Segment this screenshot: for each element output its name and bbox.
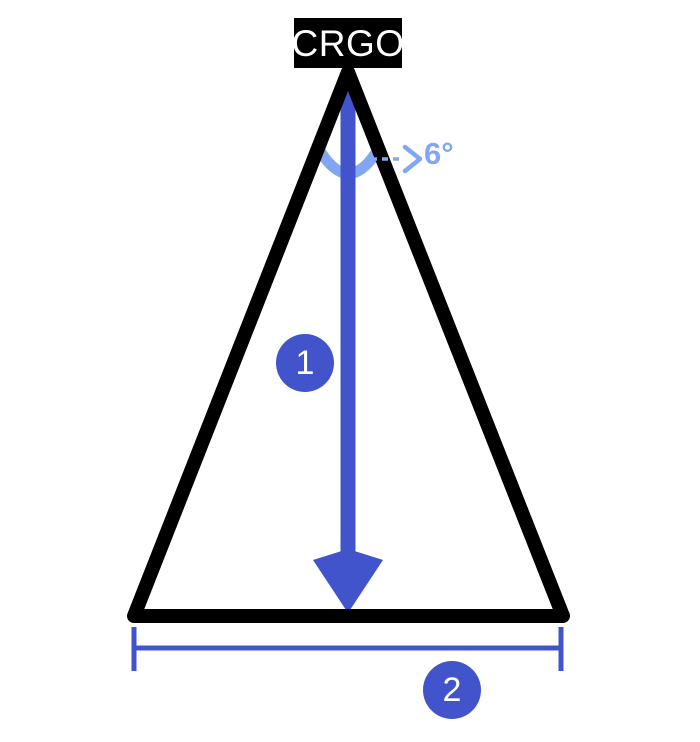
right-chevron-icon	[402, 144, 423, 174]
apex-label: CRGO	[292, 18, 404, 68]
angle-pointer-dashed-arrow	[371, 144, 423, 174]
base-dimension-line	[131, 627, 564, 671]
triangle-outline	[127, 65, 570, 623]
marker-1-badge: 1	[276, 334, 334, 392]
height-arrow	[313, 84, 383, 613]
marker-2-badge: 2	[423, 661, 481, 719]
angle-value-label: 6°	[424, 136, 454, 171]
down-arrowhead-icon	[313, 549, 383, 613]
